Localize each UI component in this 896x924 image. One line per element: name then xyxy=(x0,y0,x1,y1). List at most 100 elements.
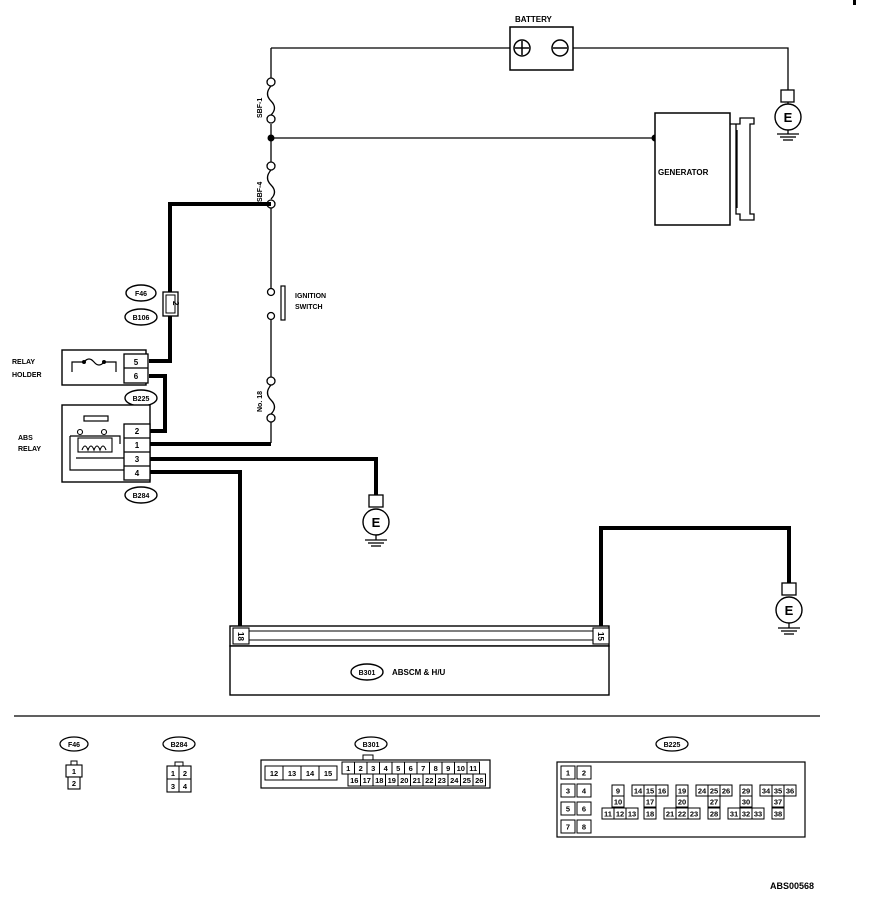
fuse-sbf4: SBF-4 xyxy=(257,161,276,209)
legend-b225-pin: 2 xyxy=(582,769,586,778)
legend-b301-pin: 7 xyxy=(421,764,425,773)
ground-middle-letter: E xyxy=(372,515,381,530)
abs-relay-pin: 1 xyxy=(135,441,140,450)
legend-b225-pin-box xyxy=(576,783,592,798)
legend-b301-pin: 3 xyxy=(371,764,375,773)
legend-b225-pin-box xyxy=(751,807,765,820)
legend-b225-pin: 9 xyxy=(616,787,620,796)
legend-b225-pin: 28 xyxy=(710,810,718,819)
legend-b225-pin: 4 xyxy=(582,787,587,796)
legend-b225-pin: 7 xyxy=(566,823,570,832)
junction-dot xyxy=(267,134,275,142)
legend-b225-pin: 31 xyxy=(730,810,738,819)
abs-relay-pin: 3 xyxy=(135,455,140,464)
figure-code: ABS00568 xyxy=(770,881,814,891)
legend-b225-pin: 26 xyxy=(722,787,730,796)
legend-b225-pin: 27 xyxy=(710,798,718,807)
legend-b225-pin-box xyxy=(611,795,625,808)
legend-b225-pin: 23 xyxy=(690,810,698,819)
connector-b225-label: B225 xyxy=(133,396,150,403)
legend-b225-pin: 3 xyxy=(566,787,570,796)
ignition-switch-label-line1: IGNITION xyxy=(295,293,326,300)
legend-b225-pin: 30 xyxy=(742,798,750,807)
legend-b225-pin: 1 xyxy=(566,769,570,778)
legend-b225-pin: 14 xyxy=(634,787,643,796)
legend-b225-pin-box xyxy=(655,784,669,797)
legend-b284-title: B284 xyxy=(171,742,188,749)
connector-b284-label: B284 xyxy=(133,493,150,500)
legend-b225-pin-box xyxy=(560,765,576,780)
legend-f46-pin: 1 xyxy=(72,767,76,776)
connector-b301-label: B301 xyxy=(359,670,376,677)
abs-relay-label-line2: RELAY xyxy=(18,446,41,453)
ground-right: E xyxy=(775,582,803,635)
legend-b225-pin: 35 xyxy=(774,787,782,796)
legend-b225-pin-box xyxy=(783,784,797,797)
thick-wires xyxy=(149,202,791,628)
legend-b225-pin: 33 xyxy=(754,810,762,819)
legend-b225-pin: 13 xyxy=(628,810,636,819)
ground-middle: E xyxy=(362,494,390,547)
abs-relay-pin: 2 xyxy=(135,427,140,436)
connector-b284-badge: B284 xyxy=(124,486,158,504)
generator-label: GENERATOR xyxy=(658,168,709,177)
legend-b301-pin: 10 xyxy=(457,764,465,773)
legend-b301-pin: 2 xyxy=(359,764,363,773)
legend-b225-pin-box xyxy=(560,819,576,834)
legend-b225-pin-box xyxy=(707,807,721,820)
battery-label: BATTERY xyxy=(515,15,553,24)
legend-b301-pin: 6 xyxy=(409,764,413,773)
legend-b301-pin: 25 xyxy=(463,776,471,785)
legend-b225-pin: 25 xyxy=(710,787,718,796)
abs-relay: ABS RELAY 2 1 3 4 xyxy=(18,404,151,483)
fuse-no18-label: No. 18 xyxy=(257,391,264,412)
legend-b301-pin: 23 xyxy=(438,776,446,785)
relay-holder-label-line2: HOLDER xyxy=(12,372,42,379)
legend-b225-pin: 32 xyxy=(742,810,750,819)
relay-holder-label-line1: RELAY xyxy=(12,359,35,366)
abscm-pin-left: 18 xyxy=(236,632,245,641)
connector-b225-badge: B225 xyxy=(124,389,158,407)
legend-b225-pin: 16 xyxy=(658,787,666,796)
generator: GENERATOR xyxy=(654,112,755,226)
fuse-sbf1: SBF-1 xyxy=(257,77,276,124)
f46-pin-label: 2 xyxy=(171,301,180,306)
legend-b225-pin: 8 xyxy=(582,823,586,832)
legend-b225-title: B225 xyxy=(664,742,681,749)
connector-f46-label: F46 xyxy=(135,291,147,298)
fuse-sbf1-label: SBF-1 xyxy=(257,98,264,118)
legend-b225-pin-box xyxy=(576,765,592,780)
legend-f46: F46 1 2 xyxy=(59,736,89,790)
legend-b225-pin: 22 xyxy=(678,810,686,819)
legend-b225-pin: 21 xyxy=(666,810,674,819)
legend-b225-pin-box xyxy=(576,819,592,834)
abs-relay-pin: 4 xyxy=(135,469,140,478)
legend-b284-pin: 4 xyxy=(183,782,188,791)
ground-top-letter: E xyxy=(784,110,793,125)
legend-b301-pin: 16 xyxy=(350,776,358,785)
legend-b301-pin: 22 xyxy=(425,776,433,785)
legend-b225-pin-box xyxy=(719,784,733,797)
connector-b106-label: B106 xyxy=(133,315,150,322)
legend-b225-pin: 24 xyxy=(698,787,707,796)
legend-b301-pin: 21 xyxy=(413,776,421,785)
legend-b225-pin-box xyxy=(707,795,721,808)
legend-b225-pin: 38 xyxy=(774,810,782,819)
fuse-sbf4-label: SBF-4 xyxy=(257,182,264,202)
legend-b301-title: B301 xyxy=(363,742,380,749)
legend-b225-pin: 19 xyxy=(678,787,686,796)
legend-b301-pin: 1 xyxy=(346,764,350,773)
abscm-label: ABSCM & H/U xyxy=(392,668,446,677)
battery: BATTERY xyxy=(509,15,574,71)
legend-b284-pin: 1 xyxy=(171,769,175,778)
legend-b225-pin-box xyxy=(771,795,785,808)
connector-f46-b106: F46 2 B106 xyxy=(124,284,180,326)
legend-b225-pin: 20 xyxy=(678,798,686,807)
legend-b301-pin: 13 xyxy=(288,769,296,778)
legend-b301-pin: 19 xyxy=(388,776,396,785)
legend-b225-pin: 6 xyxy=(582,805,586,814)
legend-b225-pin: 18 xyxy=(646,810,654,819)
legend-b225-pin: 29 xyxy=(742,787,750,796)
